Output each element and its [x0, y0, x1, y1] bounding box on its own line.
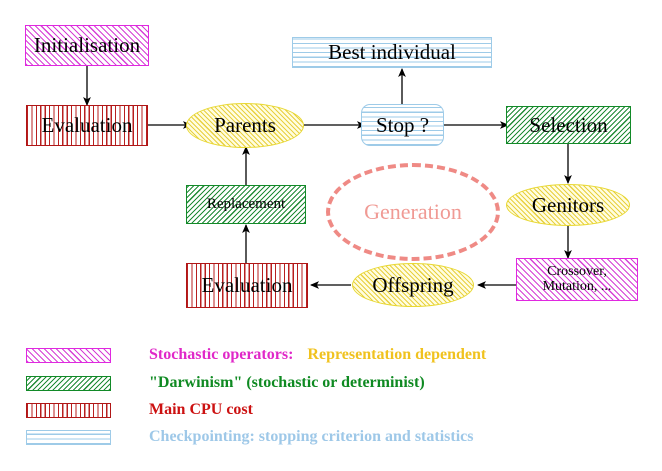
legend-row-stochastic-operators: Stochastic operators: Representation dep…: [26, 344, 486, 366]
node-crossover-line2: Mutation, ...: [542, 278, 612, 294]
node-best-individual[interactable]: Best individual: [292, 37, 492, 68]
node-selection[interactable]: Selection: [506, 106, 631, 144]
legend-swatch-hatch-horizontal-blue: [26, 429, 111, 445]
node-initialisation[interactable]: Initialisation: [25, 25, 149, 66]
node-replacement-label: Replacement: [206, 195, 286, 212]
node-stop[interactable]: Stop ?: [361, 104, 444, 146]
node-genitors[interactable]: Genitors: [506, 184, 630, 226]
node-stop-label: Stop ?: [375, 112, 430, 137]
node-replacement[interactable]: Replacement: [186, 185, 306, 224]
legend-swatch-hatch-vertical-red: [26, 402, 111, 418]
legend-row-darwinism: "Darwinism" (stochastic or determinist): [26, 372, 425, 394]
node-parents-label: Parents: [214, 113, 276, 137]
node-evaluation-bottom[interactable]: Evaluation: [186, 263, 308, 308]
node-generation: Generation: [326, 163, 500, 261]
node-genitors-label: Genitors: [531, 192, 605, 217]
legend-text-stochastic-operators: Stochastic operators: Representation dep…: [149, 346, 486, 364]
node-generation-label: Generation: [364, 199, 462, 224]
node-best-individual-label: Best individual: [328, 40, 456, 64]
node-parents[interactable]: Parents: [186, 103, 304, 148]
node-offspring[interactable]: Offspring: [352, 263, 474, 307]
legend-text-checkpointing: Checkpointing: stopping criterion and st…: [149, 428, 474, 445]
legend-swatch-hatch-diagonal-magenta: [26, 347, 111, 363]
node-offspring-label: Offspring: [372, 272, 454, 297]
legend: Stochastic operators: Representation dep…: [0, 336, 662, 456]
node-selection-label: Selection: [529, 112, 608, 137]
legend-text-primary-0: Stochastic operators:: [149, 346, 294, 363]
legend-text-darwinism: "Darwinism" (stochastic or determinist): [149, 374, 425, 391]
legend-row-main-cpu-cost: Main CPU cost: [26, 399, 253, 421]
node-evaluation-top-label: Evaluation: [41, 113, 133, 137]
node-crossover-mutation[interactable]: Crossover, Mutation, ...: [516, 258, 638, 301]
legend-text-main-cpu-cost: Main CPU cost: [149, 401, 253, 418]
node-evaluation-bottom-label: Evaluation: [201, 273, 293, 297]
legend-swatch-hatch-diagonal-green: [26, 375, 111, 391]
legend-row-checkpointing: Checkpointing: stopping criterion and st…: [26, 426, 473, 448]
node-initialisation-label: Initialisation: [33, 33, 141, 57]
node-evaluation-top[interactable]: Evaluation: [26, 105, 148, 146]
node-crossover-line1: Crossover,: [547, 263, 607, 279]
legend-text-secondary-0: Representation dependent: [307, 346, 487, 363]
